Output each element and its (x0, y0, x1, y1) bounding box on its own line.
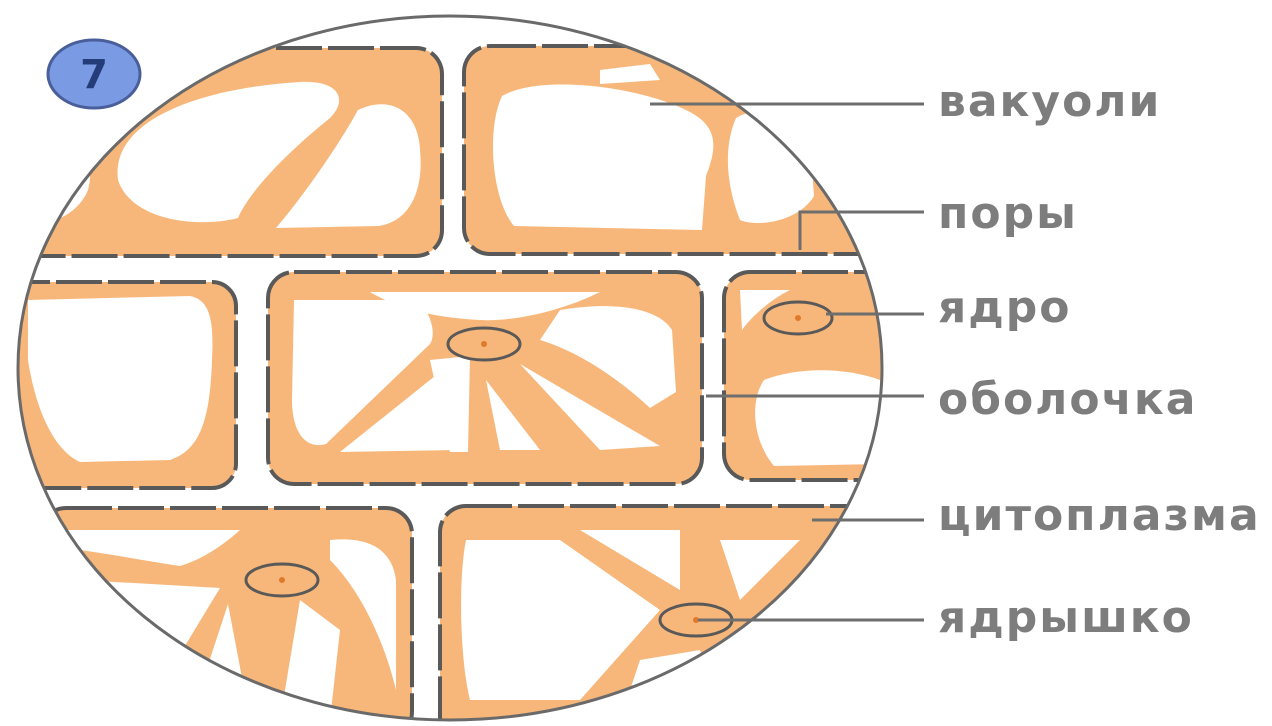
nucleus-bottom-left (246, 564, 318, 596)
cell-top-right (464, 46, 904, 254)
label-vacuoles: вакуоли (938, 76, 1161, 127)
label-wall: оболочка (938, 374, 1197, 425)
cell-middle-left (0, 282, 236, 488)
nucleus-middle-right (764, 302, 832, 334)
microscope-field (0, 0, 914, 726)
cell-middle-right (724, 272, 914, 480)
label-pores: поры (938, 188, 1078, 239)
label-cytoplasm: цитоплазма (938, 490, 1261, 541)
label-nucleus: ядро (938, 282, 1072, 333)
figure-number: 7 (80, 52, 108, 98)
figure-number-badge: 7 (48, 40, 140, 108)
labels: вакуоли поры ядро оболочка цитоплазма яд… (938, 76, 1261, 643)
cell-middle-center (268, 272, 702, 484)
label-nucleolus: ядрышко (938, 592, 1194, 643)
cell-bottom-left (40, 508, 412, 726)
nucleus-middle-center (448, 328, 520, 360)
